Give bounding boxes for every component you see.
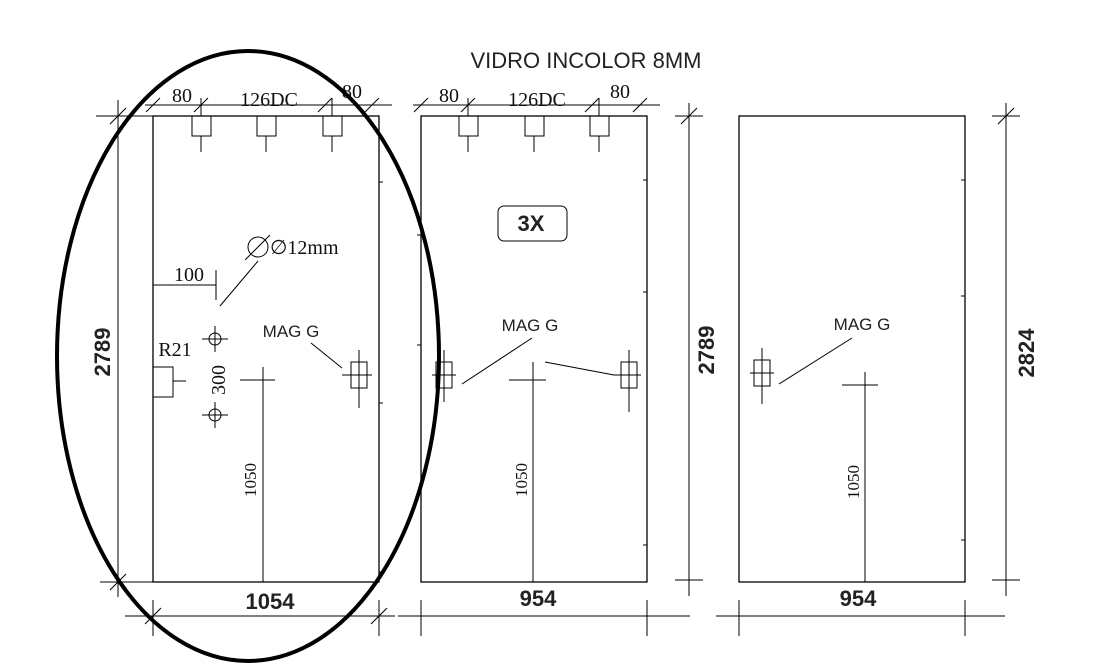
panel-1-handle-line xyxy=(240,367,275,582)
panel-1-mag-fitting xyxy=(310,342,372,408)
panel-1-notch-label: R21 xyxy=(158,339,191,361)
panel-1-mag-label: MAG G xyxy=(263,322,320,341)
middle-height-dimension xyxy=(675,103,703,596)
panel-3: 954 1050 MAG G xyxy=(716,115,1005,636)
panel-1-height-label: 2789 xyxy=(90,328,115,377)
panel-3-width-label: 954 xyxy=(840,586,877,611)
panel-2-mag-label: MAG G xyxy=(502,316,559,335)
panel-1-notch xyxy=(153,366,186,398)
highlight-ellipse xyxy=(55,49,441,663)
panel-1: 80 126DC 80 2789 1054 xyxy=(90,81,395,636)
panel-1-outline xyxy=(152,115,380,583)
panel-2-top-left-dim: 80 xyxy=(439,85,459,107)
panel-3-right-height-label: 2824 xyxy=(1014,328,1039,378)
panel-1-hole-label: ∅12mm xyxy=(270,237,339,259)
drawing-title: VIDRO INCOLOR 8MM xyxy=(470,48,701,73)
panel-1-width-label: 1054 xyxy=(246,589,296,614)
panel-2-top-dimension xyxy=(413,97,660,116)
panel-2-top-right-dim: 80 xyxy=(610,81,630,103)
panel-1-holes xyxy=(202,326,228,428)
panel-2-quantity-box xyxy=(497,205,568,242)
panel-1-top-center-dim: 126DC xyxy=(240,89,298,111)
panel-1-top-dimension xyxy=(145,97,392,116)
panel-2-top-center-dim: 126DC xyxy=(508,89,566,111)
panel-2-handle-height-label: 1050 xyxy=(512,463,531,497)
panel-2-top-slots xyxy=(458,115,610,152)
panel-2-quantity-label: 3X xyxy=(518,211,545,236)
panel-1-top-left-dim: 80 xyxy=(172,85,192,107)
panel-2-width-label: 954 xyxy=(520,586,557,611)
panel-1-edge-offset xyxy=(153,270,217,300)
panel-3-handle-line xyxy=(842,372,878,582)
panel-3-mag-fitting xyxy=(750,337,853,404)
panel-3-left-height-label: 2789 xyxy=(694,326,719,375)
panel-2-left-ticks xyxy=(417,179,647,546)
panel-3-edge-ticks xyxy=(961,179,965,541)
panel-2-outline xyxy=(420,115,648,583)
panel-2: 80 126DC 80 3X 954 1050 xyxy=(398,81,690,636)
panel-1-handle-height-label: 1050 xyxy=(241,463,260,497)
panel-3-outline xyxy=(738,115,966,583)
panel-1-hole-callout xyxy=(219,234,271,307)
panel-3-width-dimension xyxy=(716,600,1005,636)
panel-1-hole-spacing-label: 300 xyxy=(208,365,230,395)
panel-2-handle-line xyxy=(509,362,546,582)
panel-1-edge-offset-label: 100 xyxy=(174,264,204,286)
right-height-dimension xyxy=(992,103,1020,596)
panel-3-mag-label: MAG G xyxy=(834,315,891,334)
panel-2-mag-fittings xyxy=(432,337,641,412)
panel-2-width-dimension xyxy=(398,600,690,636)
panel-3-handle-height-label: 1050 xyxy=(844,465,863,499)
